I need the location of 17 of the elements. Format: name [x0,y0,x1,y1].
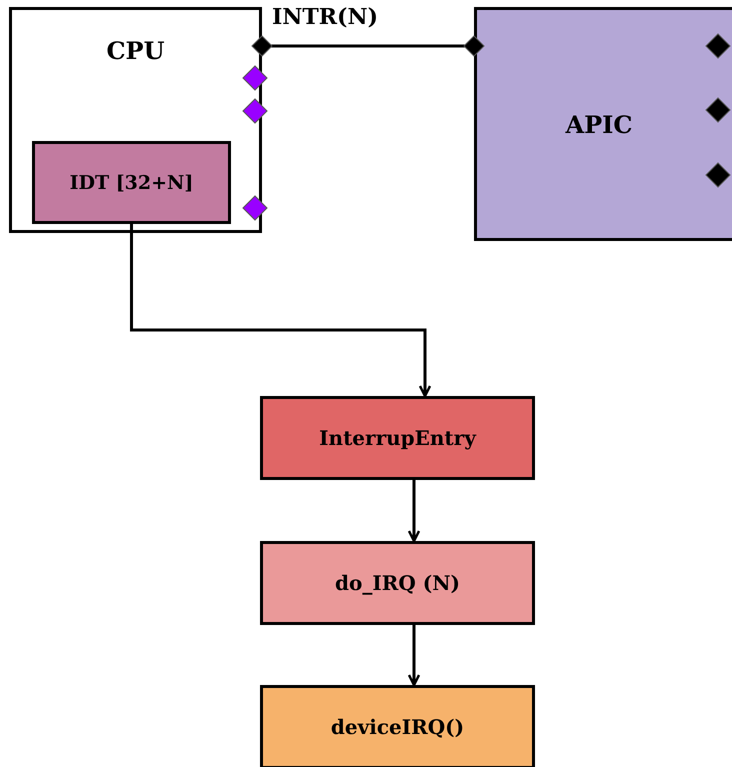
cpu-box [9,7,262,233]
process-box [260,685,535,767]
process-box [260,541,535,625]
connector [408,480,420,542]
edge-label: INTR(N) [272,4,378,30]
node-label: IDT [32+N] [70,172,194,194]
connector [408,625,420,686]
node-label: deviceIRQ() [330,715,464,739]
table-box [32,141,231,224]
connector [252,36,484,56]
connector [130,224,432,398]
node-label: APIC [566,110,632,138]
process-box [260,396,535,480]
controller-box [474,7,732,241]
node-label: CPU [106,36,165,65]
node-label: do_IRQ (N) [335,571,460,595]
node-label: InterrupEntry [319,426,476,450]
